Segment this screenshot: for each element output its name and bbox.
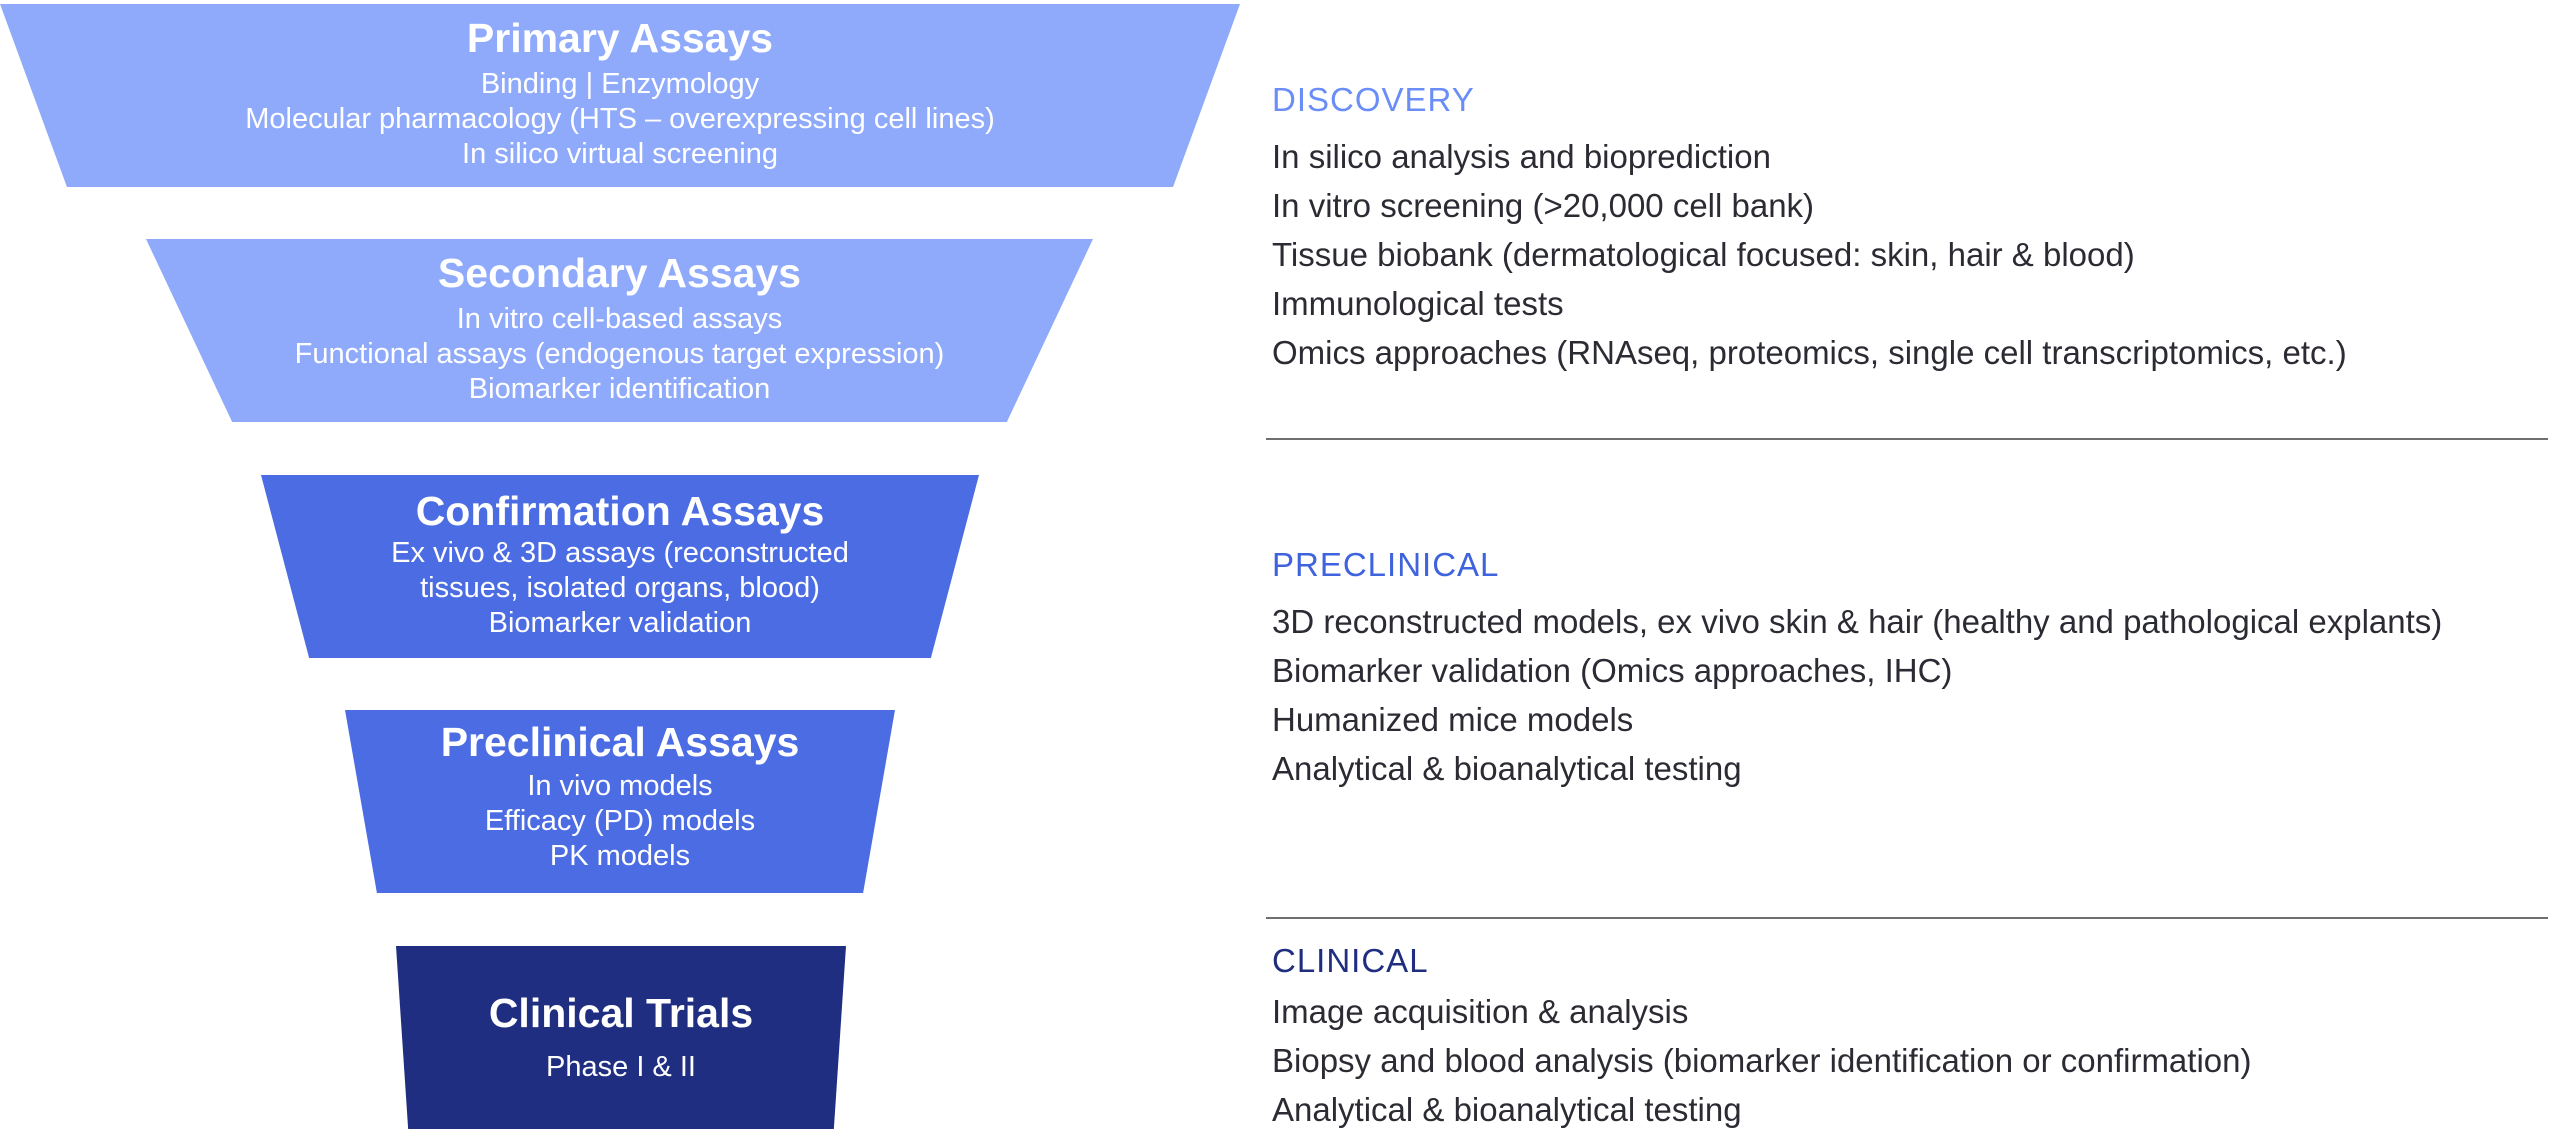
phase-discovery: DISCOVERY In silico analysis and biopred… [1272, 80, 2552, 377]
stage-line: tissues, isolated organs, blood) [420, 572, 820, 604]
stage-line: Functional assays (endogenous target exp… [294, 338, 945, 370]
funnel-stage-primary-assays: Primary Assays Binding | Enzymology Mole… [0, 4, 1240, 187]
phase-item: Biomarker validation (Omics approaches, … [1272, 652, 1953, 689]
stage-title: Preclinical Assays [440, 719, 800, 765]
phase-item: 3D reconstructed models, ex vivo skin & … [1272, 603, 2443, 640]
stage-line: In vivo models [527, 770, 713, 802]
stage-line: In vitro cell-based assays [456, 303, 783, 335]
phase-item: Image acquisition & analysis [1272, 993, 1689, 1030]
stage-title: Secondary Assays [437, 250, 802, 296]
phase-item: Humanized mice models [1272, 701, 1634, 738]
stage-line: PK models [549, 840, 691, 872]
section-divider [1266, 438, 2548, 440]
stage-line: Ex vivo & 3D assays (reconstructed [391, 537, 849, 569]
phase-item: Omics approaches (RNAseq, proteomics, si… [1272, 334, 2347, 371]
funnel-stage-secondary-assays: Secondary Assays In vitro cell-based ass… [146, 239, 1093, 422]
stage-line: Phase I & II [546, 1051, 696, 1083]
stage-line: Biomarker validation [488, 607, 752, 639]
stage-line: Efficacy (PD) models [484, 805, 756, 837]
stage-line: Binding | Enzymology [480, 68, 760, 100]
stage-line: Biomarker identification [468, 373, 771, 405]
phase-item: Analytical & bioanalytical testing [1272, 750, 1742, 787]
section-divider [1266, 917, 2548, 919]
funnel-stage-clinical-trials: Clinical Trials Phase I & II [396, 946, 846, 1129]
stage-title: Clinical Trials [488, 990, 754, 1036]
phase-preclinical: PRECLINICAL 3D reconstructed models, ex … [1272, 545, 2552, 793]
phase-heading: DISCOVERY [1272, 81, 1475, 118]
phase-item: Immunological tests [1272, 285, 1564, 322]
phase-item: Tissue biobank (dermatological focused: … [1272, 236, 2135, 273]
phase-item: Analytical & bioanalytical testing [1272, 1091, 1742, 1128]
phase-item: In vitro screening (>20,000 cell bank) [1272, 187, 1815, 224]
phase-item: In silico analysis and bioprediction [1272, 138, 1771, 175]
stage-line: In silico virtual screening [462, 138, 778, 170]
funnel-stage-confirmation-assays: Confirmation Assays Ex vivo & 3D assays … [261, 475, 979, 658]
stage-title: Confirmation Assays [415, 488, 825, 534]
phase-heading: PRECLINICAL [1272, 546, 1500, 583]
stage-title: Primary Assays [466, 15, 774, 61]
phase-item: Biopsy and blood analysis (biomarker ide… [1272, 1042, 2252, 1079]
phase-clinical: CLINICAL Image acquisition & analysis Bi… [1272, 941, 2552, 1134]
funnel-stage-preclinical-assays: Preclinical Assays In vivo models Effica… [345, 710, 895, 893]
phase-heading: CLINICAL [1272, 942, 1429, 979]
stage-line: Molecular pharmacology (HTS – overexpres… [245, 103, 995, 135]
